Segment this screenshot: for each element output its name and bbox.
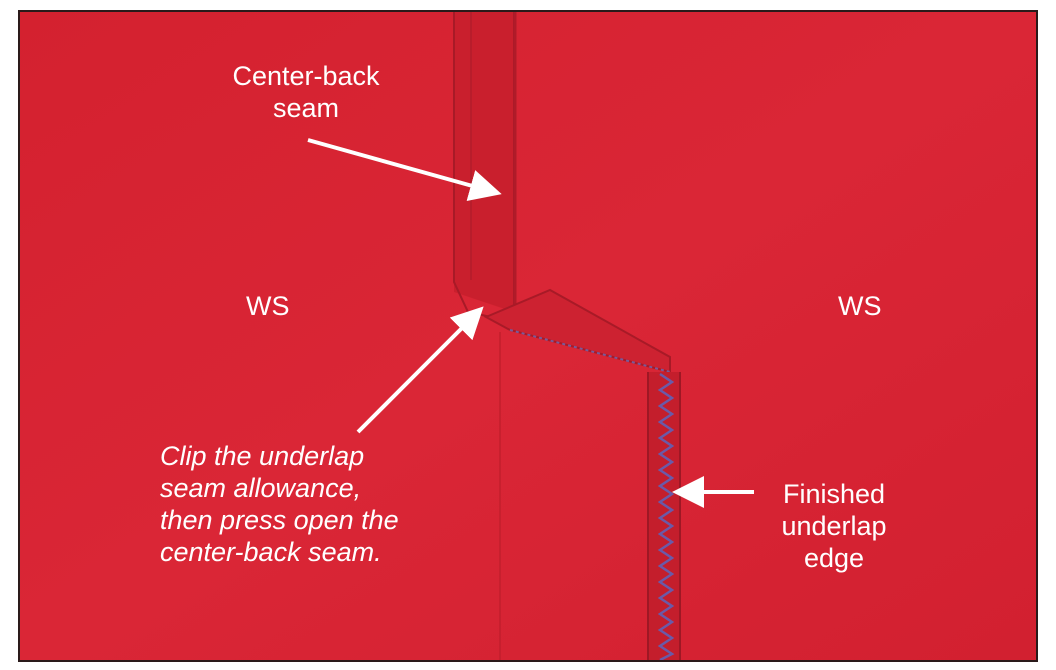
ws-left-label: WS xyxy=(246,291,290,321)
seam-allowance-upper xyxy=(454,12,514,312)
ws-right-label: WS xyxy=(838,291,882,321)
finished-edge-label: Finished underlap edge xyxy=(781,479,887,573)
zigzag-stitching xyxy=(657,372,675,660)
arrow-clip-note xyxy=(356,306,484,434)
clip-note-label: Clip the underlap seam allowance, then p… xyxy=(160,441,399,567)
center-back-seam-label: Center-back seam xyxy=(232,61,380,123)
fabric-background xyxy=(20,12,1036,660)
fabric-photo: Center-back seam WS WS Clip the underlap… xyxy=(18,10,1038,662)
arrow-center-back-seam xyxy=(307,138,502,201)
diagonal-fold xyxy=(483,288,671,374)
fabric-illustration xyxy=(20,12,1036,660)
